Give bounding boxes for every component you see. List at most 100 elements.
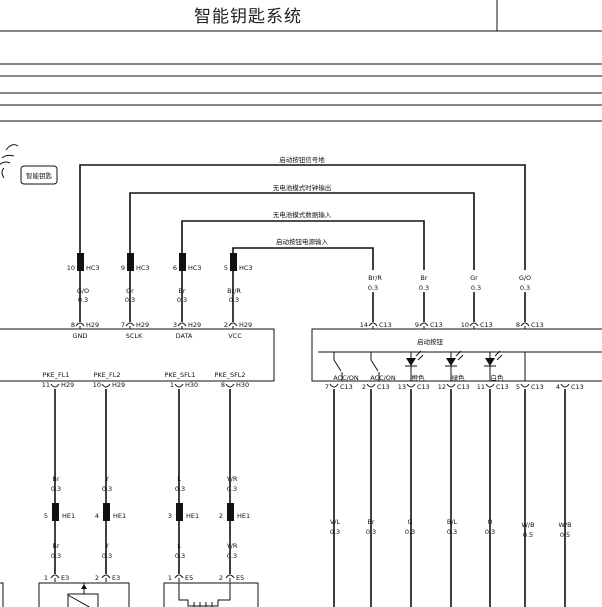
wire-color-label: Y [104,542,109,550]
pin-label: 9 [415,321,419,329]
pin-label: 8 [516,321,520,329]
wire-gauge-label: 0.5 [523,531,533,539]
pin-label: 9 [121,264,125,272]
connector-label: HE1 [113,512,126,520]
function-label: DATA [176,332,193,340]
connector-label: HC3 [136,264,150,272]
connector-label: HE1 [237,512,250,520]
pke-fl1-wire: PKE_FL1 11 H29 Br 0.3 5 HE1 Br 0.3 1 E3 [42,371,75,582]
upper-harness: 10 HC3 G/O 0.3 8 H29 GND 9 HC3 Gr 0.3 7 … [67,253,253,340]
start-signal-label: 启动按钮信号地 [279,155,325,164]
wire-color-label: Br [367,518,374,526]
pin-label: 12 [438,383,446,391]
switch-label: ACC/ON [333,374,359,382]
function-label: GND [73,332,88,340]
left-edge-box [0,582,4,607]
wire-gauge-label: 0.3 [175,485,185,493]
data-in-wire [181,220,425,270]
smart-key-label: 智能钥匙 [26,171,53,180]
acc-on-switch-1 [333,352,343,381]
wire-gauge-label: 0.3 [227,552,237,560]
pin-label: 8 [71,321,75,329]
led-orange-icon [405,350,424,381]
wire-color-label: V/L [330,518,341,526]
wire-color-label: Gr [126,287,134,295]
connector-label: C13 [457,383,470,391]
wire-color-label: Y/R [226,475,238,483]
connector-he1 [103,503,110,521]
start-button-label: 启动按钮 [417,337,444,346]
wire-gauge-label: 0.3 [177,296,187,304]
pin-label: 5 [44,512,48,520]
wire-color-label: Br [178,287,185,295]
pin-label: 10 [461,321,469,329]
pin-label: 2 [219,512,223,520]
pin-label: 1 [168,574,172,582]
wire-color-label: Br [52,542,59,550]
pin-label: 11 [42,381,50,389]
wire-color-label: Y [104,475,109,483]
connector-label: HE1 [186,512,199,520]
connector-hc3-6 [179,253,186,271]
wire-color-label: L [177,542,181,550]
pke-name-label: PKE_FL1 [42,371,69,379]
pke-fl2-wire: PKE_FL2 10 H29 Y 0.3 4 HE1 Y 0.3 2 E3 [93,371,126,582]
bottom-wire-2: 2 C13 Br 0.3 [362,383,390,607]
pin-label: 3 [168,512,172,520]
antenna-e3-box [38,582,130,607]
connector-label: C13 [531,321,544,329]
connector-label: C13 [480,321,493,329]
pin-label: 10 [67,264,75,272]
connector-he1 [52,503,59,521]
page-title: 智能钥匙系统 [194,7,302,27]
connector-label: H29 [61,381,74,389]
pin-label: 5 [224,264,228,272]
data-in-label: 无电池模式数据输入 [273,210,332,219]
clock-out-label: 无电池模式时钟输出 [273,183,332,192]
wire-gauge-label: 0.3 [229,296,239,304]
smart-key-icon: 智能钥匙 [0,144,58,185]
connector-label: H29 [188,321,201,329]
wire-color-label: W/B [558,521,571,529]
connector-label: C13 [496,383,509,391]
pke-harness: PKE_FL1 11 H29 Br 0.3 5 HE1 Br 0.3 1 E3 … [0,371,259,607]
pin-label: 11 [477,383,485,391]
pin-label: 7 [121,321,125,329]
pin-label: 2 [219,574,223,582]
wire-gauge-label: 0.3 [102,552,112,560]
bottom-wire-7: 4 C13 W/B 0.5 [556,383,584,607]
wire-gauge-label: 0.3 [227,485,237,493]
smart-key-ecu-box [0,328,275,382]
led-label: 白色 [491,373,505,382]
wire-gauge-label: 0.3 [447,528,457,536]
connector-hc3-10 [77,253,84,271]
connector-label: C13 [379,321,392,329]
clock-out-wire [129,192,475,270]
signal-loops: 启动按钮信号地 无电池模式时钟输出 无电池模式数据输入 启动按钮电源输入 [79,155,526,270]
wire-gauge-label: 0.3 [419,284,429,292]
pin-label: 4 [556,383,560,391]
pin-label: 7 [325,383,329,391]
led-green-icon [445,350,464,381]
wire-gauge-label: 0.3 [330,528,340,536]
led-label: 绿色 [452,373,466,382]
pin-label: 1 [170,381,174,389]
connector-label: E5 [236,574,244,582]
connector-label: C13 [430,321,443,329]
wire-color-label: B/L [447,518,458,526]
start-button-module: 启动按钮 Br/R 0.3 14 C13 Br 0.3 9 C13 Gr 0.3… [311,274,602,382]
wire-color-label: G [407,518,412,526]
connector-he1 [227,503,234,521]
pin-label: 2 [224,321,228,329]
pke-name-label: PKE_SFL1 [164,371,195,379]
wire-color-label: Br/R [368,274,382,282]
switch-label: ACC/ON [370,374,396,382]
header-lines [0,0,602,122]
pke-sfl2-wire: PKE_SFL2 8 H30 Y/R 0.3 2 HE1 Y/R 0.3 2 E… [214,371,250,582]
connector-label: E3 [61,574,69,582]
wire-gauge-label: 0.3 [51,552,61,560]
acc-on-switch-2 [370,352,380,381]
connector-label: H29 [136,321,149,329]
power-in-label: 启动按钮电源输入 [276,237,329,246]
